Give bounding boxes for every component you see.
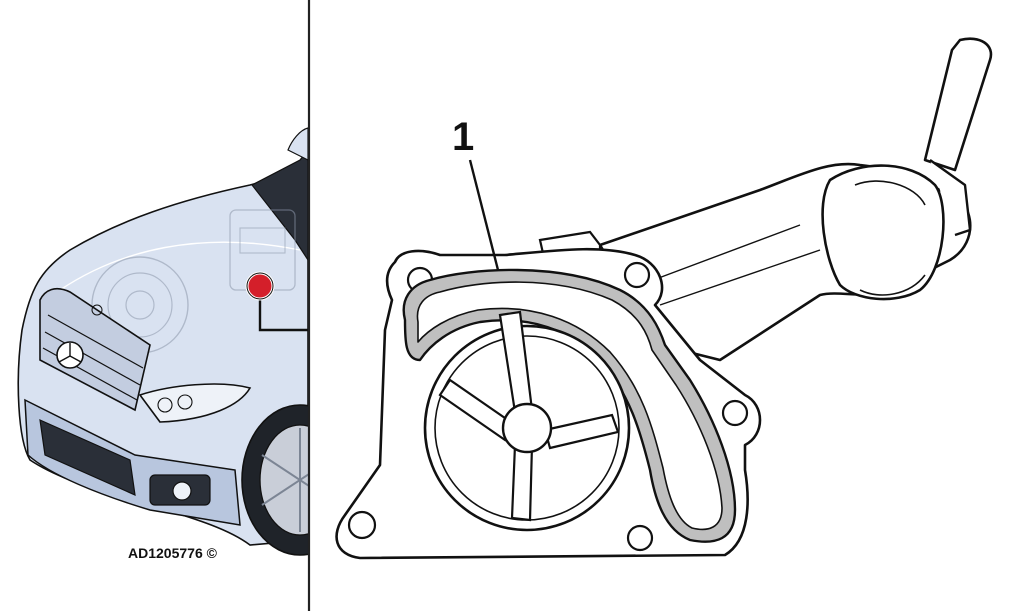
lower-intake (39, 419, 136, 496)
callout-1-label: 1 (452, 115, 474, 159)
fog-light (149, 474, 211, 506)
windshield (251, 149, 308, 262)
hood-ornament-icon (91, 304, 103, 316)
water-pump-view: 1 (335, 37, 993, 560)
a-pillar (287, 127, 308, 161)
outlet-collar (821, 164, 945, 301)
red-dot-marker-icon (245, 271, 308, 332)
vehicle-locator-view (17, 127, 308, 556)
hood-line (59, 241, 301, 291)
figure-reference-code: AD1205776 © (128, 545, 217, 561)
headlight (138, 383, 252, 423)
front-wheel (241, 404, 308, 556)
coolant-pipe (923, 37, 993, 172)
impeller (423, 310, 631, 532)
gasket (402, 268, 737, 543)
callout-1: 1 (452, 115, 500, 271)
three-pointed-star-emblem (56, 341, 84, 369)
